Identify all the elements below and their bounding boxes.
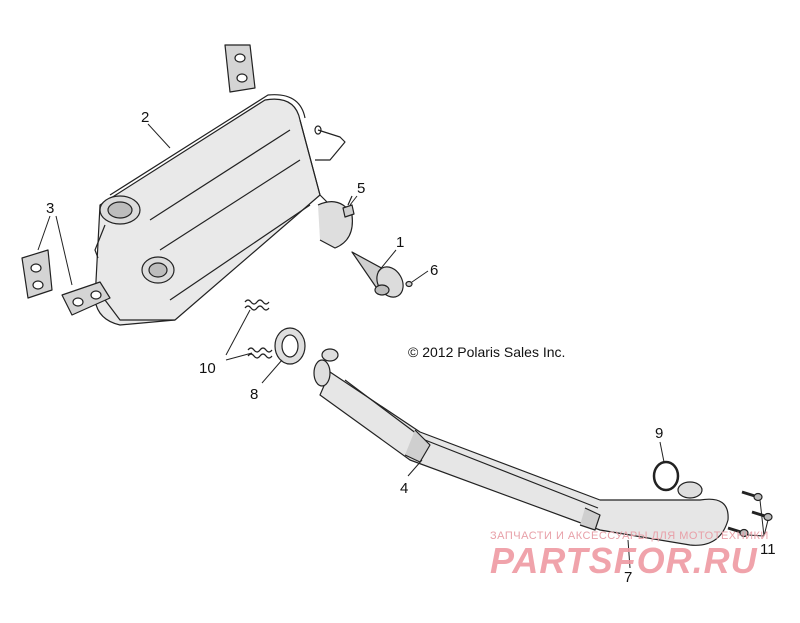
rubber-mount-lower bbox=[61, 281, 111, 316]
callout-9: 9 bbox=[655, 425, 663, 442]
leader-lines bbox=[37, 123, 769, 569]
watermark-caption: ЗАПЧАСТИ И АКСЕССУАРЫ ДЛЯ МОТОТЕХНИКИ bbox=[490, 530, 769, 542]
callout-5: 5 bbox=[357, 180, 365, 197]
callout-labels: 1 2 3 4 5 6 7 8 9 10 11 bbox=[46, 109, 776, 586]
gasket-8 bbox=[274, 327, 306, 365]
head-pipe bbox=[313, 348, 729, 546]
spring-10a bbox=[244, 299, 270, 311]
bolt-11a bbox=[741, 490, 763, 502]
callout-3: 3 bbox=[46, 200, 54, 217]
copyright-text: © 2012 Polaris Sales Inc. bbox=[408, 344, 566, 360]
bolt-6 bbox=[405, 280, 413, 288]
spark-arrestor-cone bbox=[351, 251, 404, 298]
screw-5 bbox=[342, 195, 355, 218]
watermark-logo: PARTSFOR.RU bbox=[490, 540, 758, 581]
muffler bbox=[94, 94, 353, 326]
callout-7: 7 bbox=[624, 569, 632, 586]
bolt-11c bbox=[727, 526, 749, 538]
callout-2: 2 bbox=[141, 109, 149, 126]
rubber-mount-left bbox=[21, 249, 53, 299]
callout-1: 1 bbox=[396, 234, 404, 251]
spring-10b bbox=[247, 347, 273, 359]
callout-10: 10 bbox=[199, 360, 216, 377]
callout-11: 11 bbox=[760, 541, 776, 558]
callout-8: 8 bbox=[250, 386, 258, 403]
callout-6: 6 bbox=[430, 262, 438, 279]
rubber-mount-top bbox=[224, 44, 256, 93]
callout-4: 4 bbox=[400, 480, 408, 497]
gasket-9 bbox=[652, 460, 680, 492]
